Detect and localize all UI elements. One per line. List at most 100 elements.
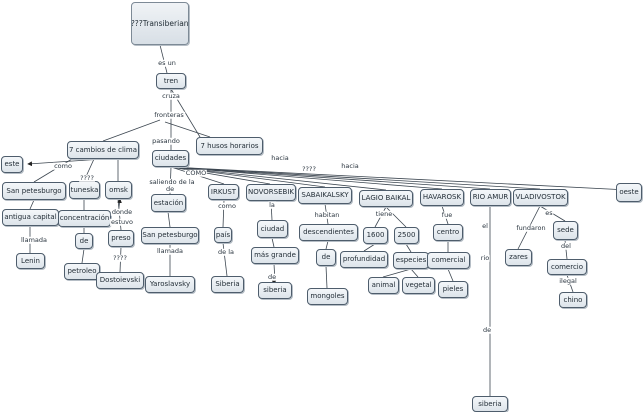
vegetal-node[interactable]: vegetal [402,277,435,294]
link-label-q1: ???? [79,173,95,182]
dostoievski-node[interactable]: Dostoievski [96,272,144,289]
connector-line [222,242,228,277]
n2500-node[interactable]: 2500 [394,227,419,244]
link-label-es-un: es un [157,58,177,67]
connector-line [271,237,275,248]
comercio-node[interactable]: comercio [547,259,587,275]
link-label-rio: rio [479,253,491,262]
descendientes-node[interactable]: descendientes [299,224,358,241]
link-label-del: del [560,241,572,250]
connector-line [81,248,85,264]
tren-node[interactable]: tren [156,73,186,89]
link-label-como-1: como [53,161,73,170]
link-label-fue: fue [440,210,454,219]
siberia-3-node[interactable]: siberia [472,396,508,412]
cambios-clima-node[interactable]: 7 cambios de clima [67,141,139,159]
connector-line [27,158,104,167]
link-label-q2: ???? [112,253,128,262]
connector-line [170,166,443,190]
ciudad-node[interactable]: ciudad [257,220,288,238]
rio-amur-node[interactable]: RIO AMUR [470,189,511,206]
connector-line [102,119,161,142]
lagio-baikal-node[interactable]: LAGIO BAIKAL [359,190,413,207]
link-label-hacia-1: hacia [270,153,290,162]
pais-node[interactable]: país [214,227,232,243]
ciudades-node[interactable]: ciudades [152,150,189,167]
pieles-node[interactable]: pieles [438,281,468,298]
link-label-de-est: de [164,184,176,193]
este-node[interactable]: este [1,156,23,173]
connector-line [363,243,376,252]
connector-line [405,243,412,253]
connector-line [325,240,329,250]
novorsebik-node[interactable]: NOVORSEBIK [246,184,296,201]
havarosk-node[interactable]: HAVAROSK [420,189,464,206]
link-label-es: es [544,208,554,217]
connector-line [385,206,407,228]
connector-line [167,211,171,228]
link-label-fronteras: fronteras [153,110,185,119]
sede-node[interactable]: sede [553,221,578,240]
connector-line [159,44,168,74]
link-label-de-cg: de [266,272,278,281]
chino-node[interactable]: chino [559,292,587,308]
sabaikalsky-node[interactable]: SABAIKALSKY [298,187,352,204]
n1600-node[interactable]: 1600 [363,227,388,244]
estacion-node[interactable]: estación [151,194,186,212]
yaroslavsky-node[interactable]: Yaroslavsky [145,276,195,293]
lenin-node[interactable]: Lenin [16,253,45,269]
link-label-ilegal: ilegal [558,276,578,285]
centro-node[interactable]: centro [433,224,463,241]
link-label-llamada-1: llamada [19,235,49,244]
link-label-hacia-2: hacia [340,161,360,170]
animal-node[interactable]: animal [368,277,399,294]
san-petesburgo-node[interactable]: San petesburgo [2,182,66,200]
link-label-q3: ???? [301,164,317,173]
oeste-node[interactable]: oeste [616,183,642,202]
link-label-el: el [481,221,489,230]
zares-node[interactable]: zares [505,249,532,266]
connector-line [170,166,629,193]
link-label-como-2: COMO [184,168,208,177]
irkust-node[interactable]: IRKUST [208,184,239,200]
root-node[interactable]: ????Transiberiano [131,2,189,45]
connector-line [325,265,328,289]
siberia-1-node[interactable]: siberia [258,282,292,299]
link-label-llamada-2: llamada [155,246,185,255]
link-label-donde: donde [110,207,134,216]
tuneska-node[interactable]: tuneska [69,181,100,199]
link-label-de-rio: de [481,325,493,334]
omsk-node[interactable]: omsk [105,181,132,199]
connector-line [410,268,419,278]
link-label-estuvo: estuvo [110,217,134,226]
connector-line [382,268,412,278]
link-label-tiene: tiene [374,209,394,218]
concentracion-node[interactable]: concentración [58,210,111,227]
connector-line [170,166,541,190]
petroleo-node[interactable]: petroleo [64,263,100,280]
link-label-cruza: cruza [161,91,181,100]
husos-node[interactable]: 7 husos horarios [196,137,263,155]
comercial-node[interactable]: comercial [427,252,470,269]
connector-line [164,121,211,138]
link-label-saliendo: saliendo de la [148,177,196,186]
de-2-node[interactable]: de [75,233,93,249]
link-label-pasando: pasando [151,136,181,145]
mongoles-node[interactable]: mongoles [307,288,348,305]
profundidad-node[interactable]: profundidad [340,251,388,268]
link-label-habitan: habitan [313,210,341,219]
especies-node[interactable]: especies [393,252,429,269]
antigua-capital-node[interactable]: antigua capital [2,209,59,226]
siberia-2-node[interactable]: Siberia [211,276,244,293]
de-1-node[interactable]: de [316,249,336,266]
connector-line [170,166,491,190]
mas-grande-node[interactable]: más grande [251,247,299,264]
link-label-fundaron: fundaron [515,223,547,232]
san-petesburgo-2-node[interactable]: San petesburgo [141,227,199,244]
vladivostok-node[interactable]: VLADIVOSTOK [513,189,568,206]
preso-node[interactable]: preso [108,230,134,247]
link-label-la: la [268,200,276,209]
connector-line [447,268,454,282]
